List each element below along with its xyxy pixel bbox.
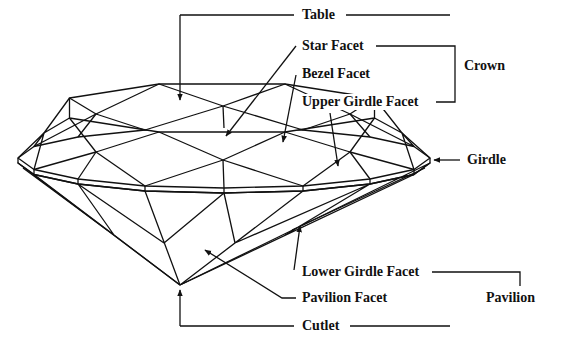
girdle-arrow (434, 159, 460, 160)
part-label: Lower Girdle Facet (300, 264, 421, 280)
diamond-drawing (18, 84, 430, 285)
part-label: Cutlet (300, 318, 341, 334)
culet-arrow (179, 290, 180, 326)
part-label: Girdle (465, 152, 508, 168)
part-label: Bezel Facet (300, 66, 372, 82)
part-label: Star Facet (300, 38, 366, 54)
pavilion-facet-leader (205, 250, 296, 298)
bezel-leader (283, 75, 296, 142)
star-leader (226, 46, 296, 136)
table-arrow (179, 15, 180, 100)
part-label: Table (300, 7, 337, 23)
part-label: Upper Girdle Facet (300, 94, 420, 110)
part-label: Pavilion (484, 290, 537, 306)
leader-lines (180, 15, 520, 326)
part-label: Crown (462, 58, 507, 74)
pavilion-bracket (432, 272, 520, 286)
upper-girdle-facets (18, 106, 430, 188)
upper-girdle-leader (330, 113, 338, 166)
part-label: Pavilion Facet (300, 290, 389, 306)
